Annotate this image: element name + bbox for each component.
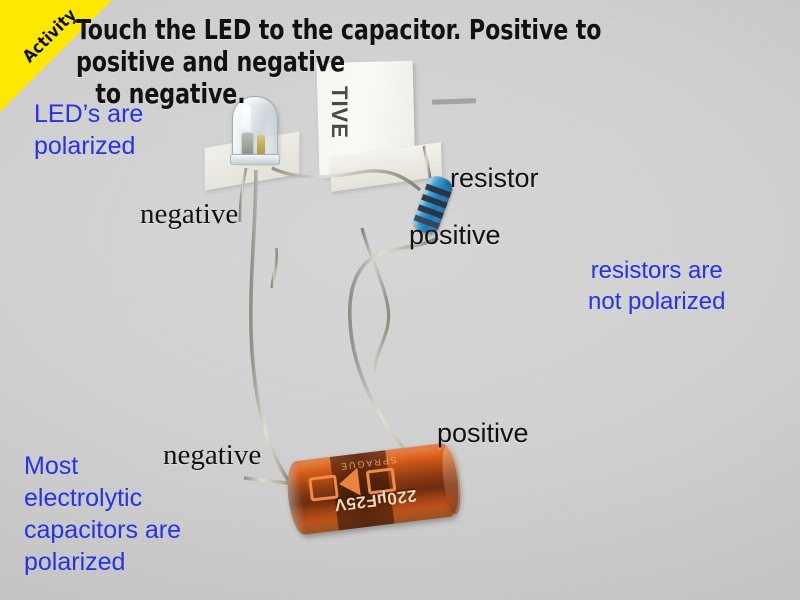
led-anvil <box>242 133 253 155</box>
led-highlight <box>241 105 251 139</box>
label-capacitor-negative: negative <box>163 439 262 471</box>
slide-title: Touch the LED to the capacitor. Positive… <box>76 13 703 111</box>
led-component <box>230 96 280 168</box>
led-dome <box>232 96 278 162</box>
note-resistors-not-polarized: resistors are not polarized <box>588 257 726 315</box>
note-led-polarized: LED’s are polarized <box>34 100 144 160</box>
led-post <box>257 135 265 155</box>
label-resistor-positive: positive <box>409 220 501 250</box>
ribbon-triangle <box>0 0 112 112</box>
label-capacitor-positive: positive <box>437 418 529 448</box>
led-flange <box>230 154 280 165</box>
label-resistor: resistor <box>450 163 539 193</box>
label-led-negative: negative <box>140 198 239 230</box>
title-line-2: to negative. <box>95 77 246 111</box>
activity-ribbon: Activity <box>0 0 112 112</box>
note-capacitors-polarized: Most electrolytic capacitors are polariz… <box>24 452 182 576</box>
title-line-1: Touch the LED to the capacitor. Positive… <box>76 13 602 79</box>
